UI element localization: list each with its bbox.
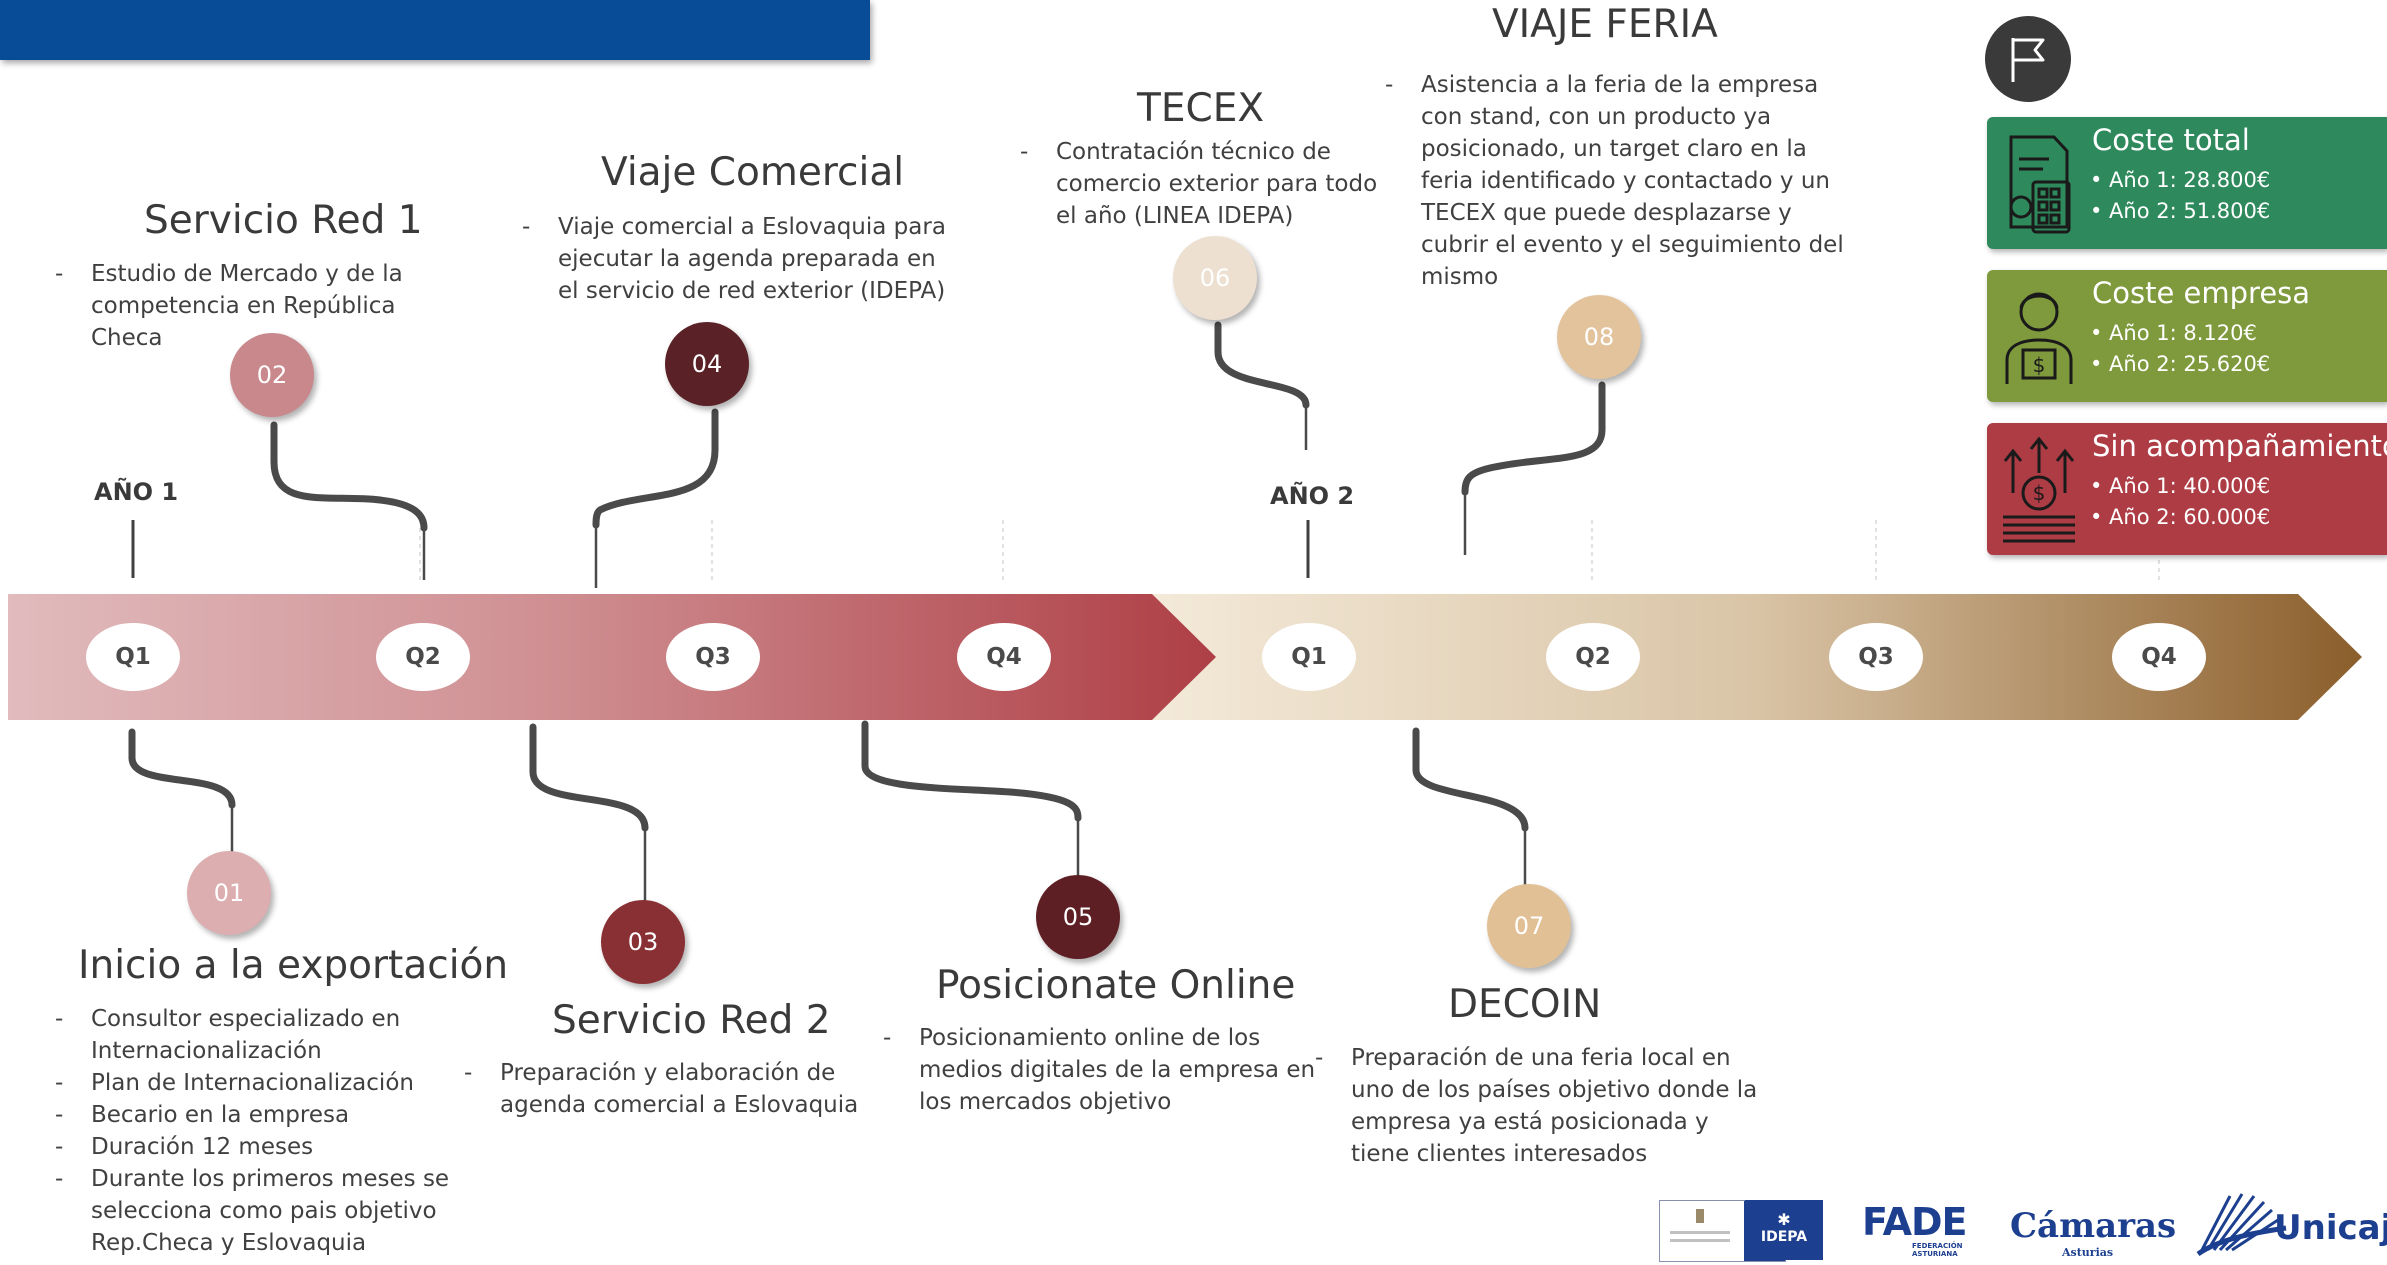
year2-label: AÑO 2 <box>1270 482 1355 510</box>
camaras-logo-text: Cámaras <box>2010 1206 2177 1246</box>
cost-line-year1: • Año 1: 28.800€ <box>2090 168 2271 192</box>
idepa-logo-text: IDEPA <box>1760 1229 1808 1245</box>
unicaja-logo-text: Unicaja <box>2274 1208 2387 1248</box>
milestone-title-04: Viaje Comercial <box>601 150 905 195</box>
cost-line-year2: • Año 2: 60.000€ <box>2090 505 2271 529</box>
camaras-logo-subtext: Asturias <box>2062 1246 2114 1259</box>
cost-card-empresa: $ Coste empresa • Año 1: 8.120€ • Año 2:… <box>1987 270 2387 402</box>
milestone-title-03: Servicio Red 2 <box>552 998 831 1043</box>
unicaja-fan-icon <box>2196 1193 2287 1257</box>
quarter-y2-q3: Q3 <box>1829 623 1923 691</box>
milestone-item: Duración 12 meses <box>55 1131 455 1163</box>
milestone-title-01: Inicio a la exportación <box>78 943 509 988</box>
milestone-item: Viaje comercial a Eslovaquia para ejecut… <box>522 211 957 307</box>
milestone-node-06: 06 <box>1173 236 1257 320</box>
milestone-desc-03: Preparación y elaboración de agenda come… <box>464 1057 904 1121</box>
money-growth-icon: $ <box>1999 433 2079 545</box>
milestone-node-07: 07 <box>1487 884 1571 968</box>
quarter-y1-q3: Q3 <box>666 623 760 691</box>
milestone-item: Preparación de una feria local en uno de… <box>1315 1042 1765 1170</box>
quarter-y1-q2: Q2 <box>376 623 470 691</box>
divider <box>1670 1239 1730 1242</box>
year1-label: AÑO 1 <box>94 478 179 506</box>
milestone-item: Asistencia a la feria de la empresa con … <box>1385 69 1845 293</box>
milestone-item: Preparación y elaboración de agenda come… <box>464 1057 904 1121</box>
quarter-y2-q1: Q1 <box>1262 623 1356 691</box>
header-bar <box>0 0 870 60</box>
milestone-item: Becario en la empresa <box>55 1099 455 1131</box>
milestone-desc-04: Viaje comercial a Eslovaquia para ejecut… <box>522 211 957 307</box>
quarter-y1-q4: Q4 <box>957 623 1051 691</box>
fade-logo-subtext: FEDERACIÓN ASTURIANA <box>1912 1242 1963 1258</box>
cost-card-total: Coste total • Año 1: 28.800€ • Año 2: 51… <box>1987 117 2387 249</box>
milestone-title-08: VIAJE FERIA <box>1492 2 1718 47</box>
milestone-title-02: Servicio Red 1 <box>144 198 423 243</box>
person-money-icon: $ <box>1999 280 2079 392</box>
milestone-item: Contratación técnico de comercio exterio… <box>1020 136 1380 232</box>
milestone-item: Consultor especializado en Internacional… <box>55 1003 455 1067</box>
camaras-logo: Cámaras Asturias <box>2010 1206 2177 1259</box>
milestone-desc-07: Preparación de una feria local en uno de… <box>1315 1042 1765 1170</box>
milestone-desc-06: Contratación técnico de comercio exterio… <box>1020 136 1380 232</box>
milestone-node-01: 01 <box>187 851 271 935</box>
flag-icon <box>1985 16 2071 102</box>
year2-band <box>1150 594 2362 720</box>
milestone-desc-02: Estudio de Mercado y de la competencia e… <box>55 258 470 354</box>
cost-line-year2: • Año 2: 25.620€ <box>2090 352 2271 376</box>
cost-card-title: Coste empresa <box>2092 276 2311 310</box>
svg-text:$: $ <box>2033 353 2046 377</box>
quarter-y2-q4: Q4 <box>2112 623 2206 691</box>
cost-line-year1: • Año 1: 40.000€ <box>2090 474 2271 498</box>
milestone-desc-05: Posicionamiento online de los medios dig… <box>883 1022 1333 1118</box>
milestone-node-08: 08 <box>1557 295 1641 379</box>
cost-line-year2: • Año 2: 51.800€ <box>2090 199 2271 223</box>
cost-card-sin: $ Sin acompañamiento • Año 1: 40.000€ • … <box>1987 423 2387 555</box>
cost-card-title: Coste total <box>2092 123 2250 157</box>
milestone-item: Plan de Internacionalización <box>55 1067 455 1099</box>
milestone-node-05: 05 <box>1036 875 1120 959</box>
milestone-item: Durante los primeros meses se selecciona… <box>55 1163 455 1259</box>
idepa-logo: ✱ IDEPA <box>1745 1200 1823 1260</box>
milestone-node-03: 03 <box>601 900 685 984</box>
milestone-desc-01: Consultor especializado en Internacional… <box>55 1003 455 1259</box>
fade-logo-text: FADE <box>1862 1200 1968 1244</box>
milestone-title-05: Posicionate Online <box>936 963 1296 1008</box>
fade-logo: FADE FEDERACIÓN ASTURIANA <box>1862 1200 1968 1258</box>
unicaja-logo: Unicaja <box>2190 1188 2387 1261</box>
svg-text:$: $ <box>2033 481 2046 505</box>
milestone-title-06: TECEX <box>1137 86 1265 131</box>
milestone-item: Estudio de Mercado y de la competencia e… <box>55 258 470 354</box>
quarter-y2-q2: Q2 <box>1546 623 1640 691</box>
milestone-title-07: DECOIN <box>1448 982 1602 1027</box>
cost-line-year1: • Año 1: 8.120€ <box>2090 321 2257 345</box>
idepa-star-icon: ✱ <box>1777 1210 1791 1229</box>
year1-band <box>8 594 1216 720</box>
milestone-desc-08: Asistencia a la feria de la empresa con … <box>1385 69 1845 293</box>
quarter-y1-q1: Q1 <box>86 623 180 691</box>
crest-icon <box>1696 1209 1704 1223</box>
milestone-node-04: 04 <box>665 322 749 406</box>
cost-card-title: Sin acompañamiento <box>2092 429 2387 463</box>
milestone-item: Posicionamiento online de los medios dig… <box>883 1022 1333 1118</box>
calculator-icon <box>1999 127 2079 239</box>
divider <box>1670 1231 1730 1234</box>
